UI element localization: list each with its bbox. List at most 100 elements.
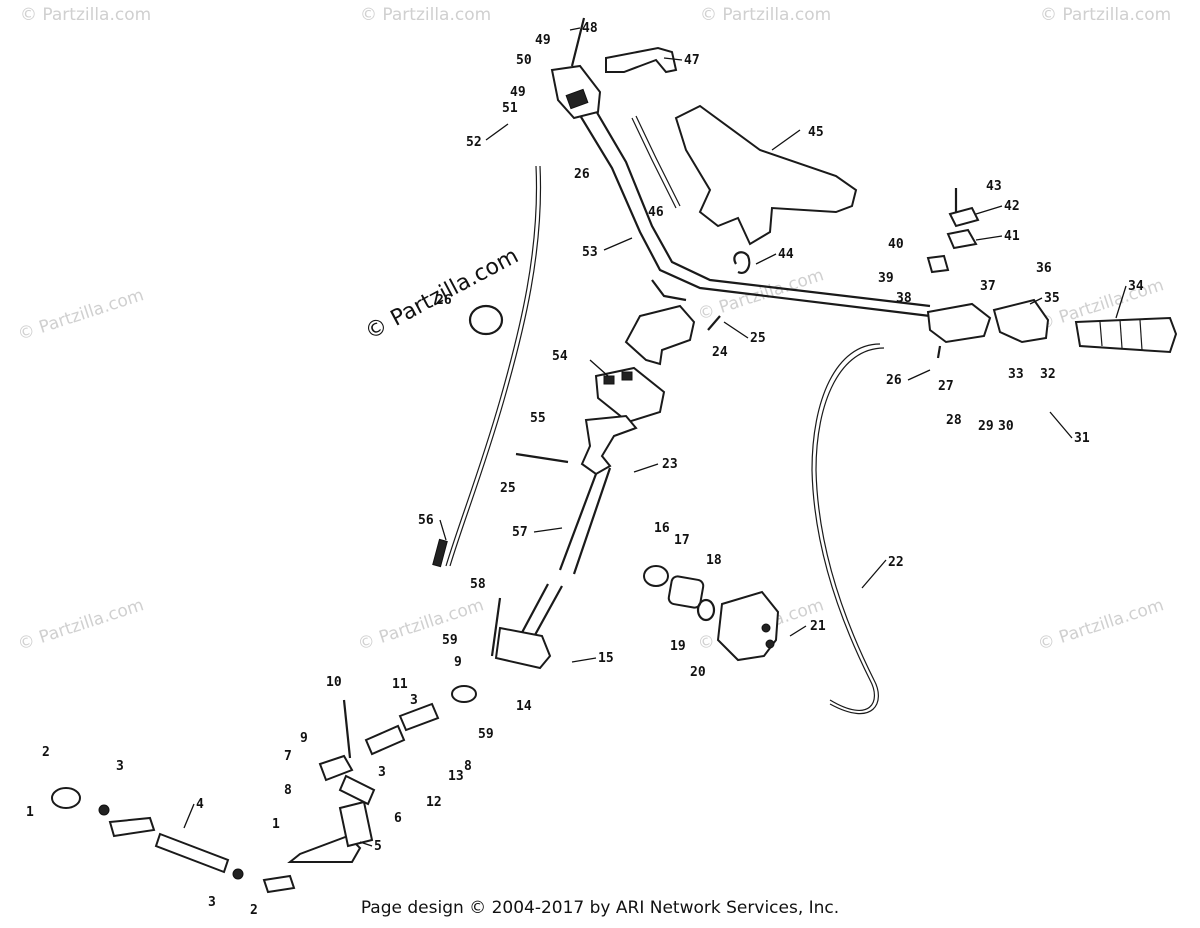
watermark: © Partzilla.com: [700, 5, 831, 25]
callout-40: 40: [888, 237, 904, 252]
callout-36: 36: [1036, 261, 1052, 276]
ring-part: [468, 304, 504, 336]
callout-7: 7: [284, 749, 292, 764]
callout-18: 18: [706, 553, 722, 568]
bolt-parts: [490, 17, 958, 657]
callout-9: 9: [454, 655, 462, 670]
grip-part: [1074, 316, 1178, 354]
callout-13: 13: [448, 769, 464, 784]
throttle-cable-part: [811, 343, 885, 715]
callout-58: 58: [470, 577, 486, 592]
callout-3b: 3: [378, 765, 386, 780]
callout-25-lower: 25: [500, 481, 516, 496]
callout-14: 14: [516, 699, 532, 714]
watermark: © Partzilla.com: [1040, 5, 1171, 25]
brake-cable-part: [432, 165, 542, 568]
callout-49: 49: [535, 33, 551, 48]
watermark: © Partzilla.com: [1035, 595, 1166, 655]
callout-26: 26: [574, 167, 590, 182]
callout-2: 2: [42, 745, 50, 760]
callout-59b: 59: [478, 727, 494, 742]
callout-42: 42: [1004, 199, 1020, 214]
callout-55: 55: [530, 411, 546, 426]
steering-arm-part: [262, 800, 374, 894]
callout-50: 50: [516, 53, 532, 68]
callout-12: 12: [426, 795, 442, 810]
callout-56: 56: [418, 513, 434, 528]
callout-44: 44: [778, 247, 794, 262]
callout-6: 6: [394, 811, 402, 826]
throttle-housing-part: [716, 590, 780, 662]
callout-17: 17: [674, 533, 690, 548]
callout-25: 25: [750, 331, 766, 346]
callout-10: 10: [326, 675, 342, 690]
tie-rod-part: [51, 787, 244, 880]
callouts: 48 49 50 47 49 51 52 26 46 45 53 44 26 2…: [26, 21, 1144, 918]
throttle-bushing-parts: [643, 565, 716, 622]
copyright-footer: Page design © 2004-2017 by ARI Network S…: [360, 898, 840, 918]
callout-30: 30: [998, 419, 1014, 434]
handlebar-part: [577, 103, 931, 318]
callout-41: 41: [1004, 229, 1020, 244]
callout-8: 8: [464, 759, 472, 774]
callout-27: 27: [938, 379, 954, 394]
steering-column-part: [494, 414, 638, 670]
callout-26-right: 26: [886, 373, 902, 388]
watermark: © Partzilla.com: [360, 5, 491, 25]
throttle-wire-part: [631, 115, 681, 209]
callout-59: 59: [442, 633, 458, 648]
callout-1a: 1: [26, 805, 34, 820]
callout-23: 23: [662, 457, 678, 472]
bracket-part: [605, 46, 678, 74]
callout-37: 37: [980, 279, 996, 294]
callout-48: 48: [582, 21, 598, 36]
callout-22: 22: [888, 555, 904, 570]
watermark: © Partzilla.com: [15, 285, 146, 345]
callout-3d: 3: [208, 895, 216, 910]
handlebar-clamp-part: [550, 64, 602, 120]
callout-33: 33: [1008, 367, 1024, 382]
post-bracket-part: [624, 279, 696, 366]
callout-28: 28: [946, 413, 962, 428]
mount-block-part: [594, 366, 666, 424]
callout-51: 51: [502, 101, 518, 116]
callout-9b: 9: [300, 731, 308, 746]
callout-5: 5: [374, 839, 382, 854]
callout-26-ring: 26: [436, 293, 452, 308]
watermark: © Partzilla.com: [20, 5, 151, 25]
callout-53: 53: [582, 245, 598, 260]
callout-35: 35: [1044, 291, 1060, 306]
callout-47: 47: [684, 53, 700, 68]
callout-29: 29: [978, 419, 994, 434]
callout-54: 54: [552, 349, 568, 364]
callout-49: 49: [510, 85, 526, 100]
callout-46: 46: [648, 205, 664, 220]
watermark: © Partzilla.com: [355, 595, 486, 655]
callout-1: 1: [272, 817, 280, 832]
callout-3: 3: [410, 693, 418, 708]
callout-21: 21: [810, 619, 826, 634]
clip-part: [733, 251, 751, 274]
drag-link-part: [318, 685, 477, 806]
callout-11: 11: [392, 677, 408, 692]
throttle-control-part: [926, 298, 1050, 344]
callout-38: 38: [896, 291, 912, 306]
lever-parts: [926, 206, 980, 274]
watermark: © Partzilla.com: [15, 595, 146, 655]
callout-24: 24: [712, 345, 728, 360]
callout-15: 15: [598, 651, 614, 666]
callout-43: 43: [986, 179, 1002, 194]
callout-3c: 3: [116, 759, 124, 774]
callout-2b: 2: [250, 903, 258, 918]
callout-8b: 8: [284, 783, 292, 798]
callout-32: 32: [1040, 367, 1056, 382]
callout-16: 16: [654, 521, 670, 536]
callout-19: 19: [670, 639, 686, 654]
callout-57: 57: [512, 525, 528, 540]
callout-20: 20: [690, 665, 706, 680]
callout-52: 52: [466, 135, 482, 150]
callout-45: 45: [808, 125, 824, 140]
callout-34: 34: [1128, 279, 1144, 294]
